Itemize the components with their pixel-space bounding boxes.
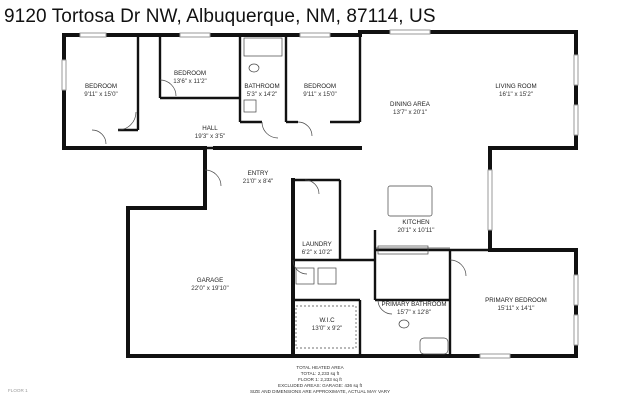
room-dims-entry: 21'0" x 8'4" [243,178,274,185]
room-labels: BEDROOM 9'11" x 15'0" BEDROOM 13'6" x 11… [84,70,547,332]
room-name-bedroom-2: BEDROOM [174,70,206,77]
room-name-bathroom: BATHROOM [244,83,279,90]
room-dims-kitchen: 20'1" x 10'11" [398,227,435,234]
fixtures [243,37,450,355]
room-dims-garage: 22'0" x 19'10" [191,285,228,292]
room-name-wic: W.I.C [319,317,335,324]
room-name-entry: ENTRY [248,170,269,177]
room-name-kitchen: KITCHEN [402,219,429,226]
room-name-garage: GARAGE [197,277,223,284]
room-dims-bedroom-3: 9'11" x 15'0" [303,91,336,98]
room-name-hall: HALL [202,125,218,132]
room-dims-dining: 13'7" x 20'1" [393,109,427,116]
interior-walls [64,35,490,356]
room-name-primary-bath: PRIMARY BATHROOM [382,301,447,308]
totals-total: TOTAL: 2,233 sq ft [301,371,340,376]
room-dims-bedroom-2: 13'6" x 11'2" [173,78,206,85]
totals-floor: FLOOR 1: 2,233 sq ft [298,377,342,382]
room-name-laundry: LAUNDRY [302,241,331,248]
room-dims-living: 16'1" x 15'2" [499,91,533,98]
totals-excluded: EXCLUDED AREAS: GARAGE: 436 sq ft [278,383,363,388]
room-dims-primary-bath: 15'7" x 12'8" [397,309,431,316]
windows [61,29,579,359]
room-dims-hall: 19'3" x 3'5" [195,133,226,140]
disclaimer: SIZE AND DIMENSIONS ARE APPROXIMATE, ACT… [250,389,390,394]
room-name-dining: DINING AREA [390,101,431,108]
room-dims-laundry: 6'2" x 10'2" [302,249,333,256]
room-name-living: LIVING ROOM [495,83,536,90]
room-name-primary-bed: PRIMARY BEDROOM [485,297,547,304]
room-name-bedroom-1: BEDROOM [85,83,117,90]
door-swings [91,79,467,315]
room-dims-wic: 13'0" x 9'2" [312,325,343,332]
room-dims-bathroom: 5'3" x 14'2" [247,91,278,98]
room-name-bedroom-3: BEDROOM [304,83,336,90]
totals-heading: TOTAL HEATED AREA [296,365,344,370]
room-dims-primary-bed: 15'11" x 14'1" [498,305,535,312]
room-dims-bedroom-1: 9'11" x 15'0" [84,91,117,98]
area-totals: TOTAL HEATED AREA TOTAL: 2,233 sq ft FLO… [250,365,390,394]
floor-label: FLOOR 1 [8,388,28,393]
property-address-title: 9120 Tortosa Dr NW, Albuquerque, NM, 871… [4,6,436,27]
